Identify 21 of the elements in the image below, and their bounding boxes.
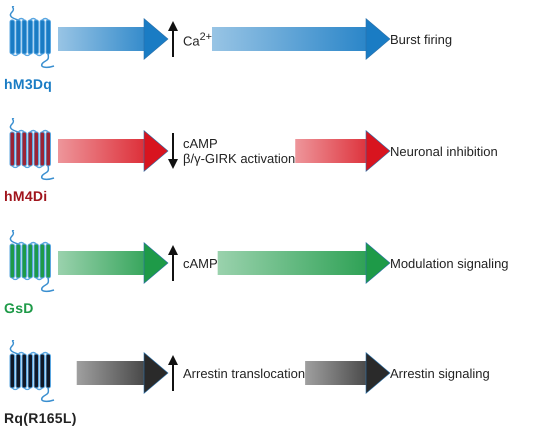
arrow — [58, 130, 168, 172]
arrow — [295, 130, 390, 172]
receptor-label: hM4Di — [4, 188, 48, 204]
arrow — [218, 242, 390, 284]
arrow — [58, 18, 168, 60]
effect-label: cAMP — [183, 256, 218, 270]
outcome-label: Arrestin signaling — [390, 366, 490, 380]
effect-label: β/γ-GIRK activation — [183, 151, 296, 166]
effect-label: Ca$^{2+}$ — [183, 30, 212, 48]
receptor-label: GsD — [4, 300, 34, 316]
outcome-label: Burst firing — [390, 32, 452, 46]
arrow — [305, 352, 390, 394]
outcome-label: Neuronal inhibition — [390, 144, 498, 158]
arrow — [212, 18, 390, 60]
receptor-label: Rq(R165L) — [4, 410, 77, 426]
arrow — [76, 352, 168, 394]
arrow — [58, 242, 168, 284]
receptor-label: hM3Dq — [4, 76, 52, 92]
outcome-label: Modulation signaling — [390, 256, 509, 270]
effect-label: Arrestin translocation — [183, 366, 306, 380]
effect-label: cAMP — [183, 136, 219, 151]
